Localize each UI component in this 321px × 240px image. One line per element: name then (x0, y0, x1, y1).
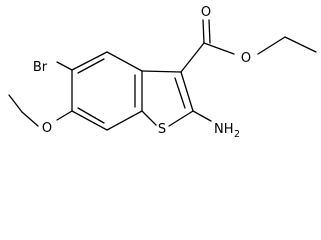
bond-c2-s (168, 110, 194, 127)
thiophene-ring (141, 70, 194, 127)
bond-s-c7a (141, 110, 157, 126)
sulfur-label: S (158, 122, 166, 137)
bond-ch2-ch3-ester (284, 36, 317, 53)
bond-c2-n (192, 110, 212, 122)
amine-subscript: 2 (234, 129, 240, 140)
bond-c4-c5-inner (77, 58, 105, 74)
molecule-structure-diagram: Br O S NH 2 O O (8, 5, 317, 140)
ester-group (180, 19, 317, 73)
bond-c5-br (56, 61, 73, 71)
bond-c-o-double-a (202, 19, 205, 44)
bromo-substituent (56, 61, 73, 71)
benzene-ring (71, 51, 143, 131)
ethoxy-substituent (8, 94, 73, 127)
bond-c3-ccarbonyl (180, 42, 205, 73)
bond-ch2-ch3 (8, 94, 23, 113)
ester-oxygen-label: O (241, 51, 251, 66)
ether-oxygen-label: O (42, 121, 52, 136)
bond-oester-ch2 (257, 36, 286, 55)
bond-c-o-double-b (208, 19, 211, 44)
bond-c-oester (203, 42, 235, 55)
bond-c3a-c4 (106, 51, 143, 72)
bond-c3-c2 (180, 71, 194, 112)
bond-c6-o (56, 110, 73, 121)
bond-c3a-c3 (141, 70, 182, 73)
bond-c7-c7a (106, 110, 143, 131)
carbonyl-oxygen-label: O (201, 5, 211, 20)
bromine-label: Br (33, 60, 48, 75)
bond-c3-c2-inner (174, 77, 186, 109)
bond-o-ch2 (21, 111, 39, 127)
bond-c6-c7 (71, 110, 108, 131)
amine-label: NH (214, 122, 234, 137)
amino-substituent (192, 110, 212, 122)
bond-c6-c7-inner (77, 107, 105, 124)
bond-c4-c5 (71, 51, 108, 71)
